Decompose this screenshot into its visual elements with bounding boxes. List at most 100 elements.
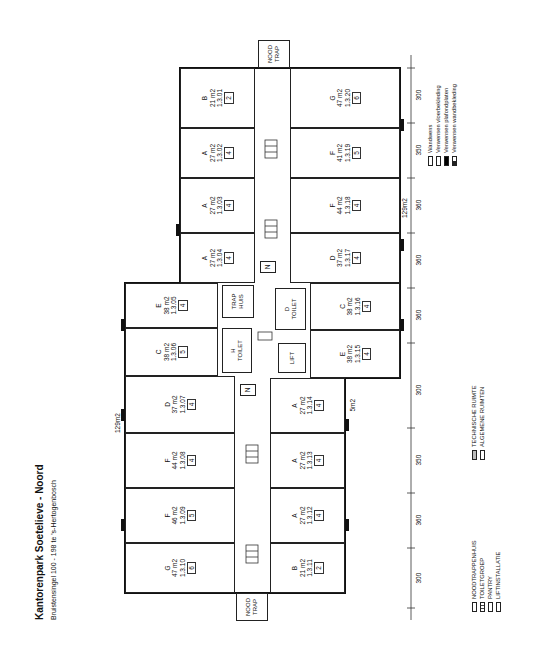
unit-area: 41 m2: [336, 144, 343, 162]
room-label: D: [284, 307, 291, 311]
unit-area: 21 m2: [299, 559, 306, 577]
room-label: LIFT: [289, 352, 296, 364]
unit-area: 38 m2: [163, 343, 170, 361]
unit-area: 37 m2: [171, 395, 178, 413]
emergency-stair: NOOD TRAP: [258, 40, 290, 68]
office-unit: A27 m21.3.034: [180, 178, 255, 233]
unit-area: 47 m2: [171, 559, 178, 577]
unit-type: C: [339, 304, 346, 309]
legend-item: Verwensen vloerbekleding: [436, 85, 442, 166]
unit-area: 27 m2: [209, 196, 216, 214]
north-mark: N: [260, 261, 276, 273]
unit-count: 4: [314, 510, 323, 522]
legend-sample: [480, 602, 485, 612]
unit-number: 1.3.10: [179, 559, 186, 577]
office-unit: F46 m21.3.095: [125, 488, 235, 543]
unit-area: 27 m2: [299, 506, 306, 524]
legend-text: NOODTRAPPENHUIS: [472, 540, 478, 599]
unit-type: F: [329, 151, 336, 155]
unit-type: G: [329, 95, 336, 100]
office-unit: A27 m21.3.024: [180, 128, 255, 178]
unit-area: 44 m2: [171, 451, 178, 469]
unit-type: E: [339, 352, 346, 356]
core-room: LIFT: [278, 343, 306, 373]
unit-number: 1.3.15: [354, 345, 361, 363]
core-room: DTOILET: [275, 288, 306, 330]
area-note: 129m2: [114, 413, 121, 433]
plan-title: Kantorenpark Soetelieve - Noord: [34, 464, 45, 620]
dimension: 350: [415, 455, 422, 466]
legend-text: TOILETGROEP: [480, 558, 486, 599]
unit-count: 4: [352, 200, 361, 212]
unit-count: 5: [178, 346, 187, 358]
dimension: 300: [415, 385, 422, 396]
legend-text: PANTRY: [488, 576, 494, 599]
unit-count: 4: [224, 252, 233, 264]
unit-count: 4: [187, 455, 196, 467]
legend-sample: [472, 450, 477, 460]
legend-item: TECHNISCHE RUIMTE: [472, 385, 478, 460]
unit-count: 5: [187, 510, 196, 522]
unit-count: 4: [187, 399, 196, 411]
legend-text: Verwensen plafondplaten: [444, 88, 450, 153]
unit-area: 38 m2: [163, 296, 170, 314]
emergency-stair: NOOD TRAP: [236, 593, 268, 621]
unit-type: A: [201, 151, 208, 155]
unit-number: 1.3.02: [216, 144, 223, 162]
legend-item: PANTRY: [488, 576, 494, 612]
unit-count: 4: [362, 301, 371, 313]
unit-number: 1.3.14: [306, 396, 313, 414]
north-mark: N: [240, 384, 256, 396]
unit-number: 1.3.04: [216, 249, 223, 267]
room-label: H: [230, 348, 237, 352]
office-unit: E38 m21.3.054: [125, 283, 218, 328]
unit-type: A: [291, 403, 298, 407]
legend-sample: [496, 602, 501, 612]
unit-type: D: [329, 256, 336, 261]
room-label: N: [244, 388, 251, 393]
unit-area: 46 m2: [171, 506, 178, 524]
legend-sample: [472, 602, 477, 612]
core-room: HTOILET: [222, 328, 252, 373]
unit-type: A: [291, 458, 298, 462]
unit-number: 1.3.11: [306, 559, 313, 577]
legend-item: Verwensen wandbekleding: [452, 84, 458, 166]
legend-item: ALGEMENE RUIMTEN: [480, 387, 486, 460]
unit-number: 1.3.09: [179, 506, 186, 524]
office-unit: F44 m21.3.184: [290, 178, 400, 233]
dimension: 360: [415, 200, 422, 211]
subtitle: Bruistensingel 100 - 198 te 's-Hertogenb…: [50, 480, 58, 620]
unit-area: 27 m2: [209, 144, 216, 162]
office-unit: D37 m21.3.074: [125, 376, 235, 433]
unit-count: 4: [314, 400, 323, 412]
office-unit: E38 m21.3.154: [310, 330, 400, 378]
legend-item: LIFTINSTALLATIE: [496, 552, 502, 612]
unit-area: 38 m2: [346, 297, 353, 315]
legend-item: Verwensen plafondplaten: [444, 88, 450, 166]
legend-sample: [428, 156, 433, 166]
legend-item: NOODTRAPPENHUIS: [472, 540, 478, 612]
unit-number: 1.3.07: [179, 395, 186, 413]
unit-count: 6: [352, 92, 361, 104]
room-label: TOILET: [291, 299, 298, 320]
legend-text: Verwensen vloerbekleding: [436, 85, 442, 153]
unit-type: A: [201, 203, 208, 207]
unit-type: A: [291, 513, 298, 517]
unit-count: 2: [314, 562, 323, 574]
legend-text: Wandwens: [428, 125, 434, 153]
office-unit: F41 m21.3.195: [290, 128, 400, 178]
unit-area: 27 m2: [299, 451, 306, 469]
unit-number: 1.3.12: [306, 506, 313, 524]
legend-sample: [480, 450, 485, 460]
office-unit: G47 m21.3.106: [125, 543, 235, 593]
unit-count: 4: [314, 455, 323, 467]
legend-sample: [452, 156, 457, 166]
unit-number: 1.3.20: [344, 89, 351, 107]
area-note: 129m2: [401, 198, 408, 218]
unit-type: F: [164, 514, 171, 518]
unit-area: 47 m2: [336, 89, 343, 107]
core-room: TRAP HUIS: [222, 285, 254, 318]
office-unit: A27 m21.3.144: [270, 378, 345, 433]
room-label: NOOD TRAP: [267, 41, 281, 67]
